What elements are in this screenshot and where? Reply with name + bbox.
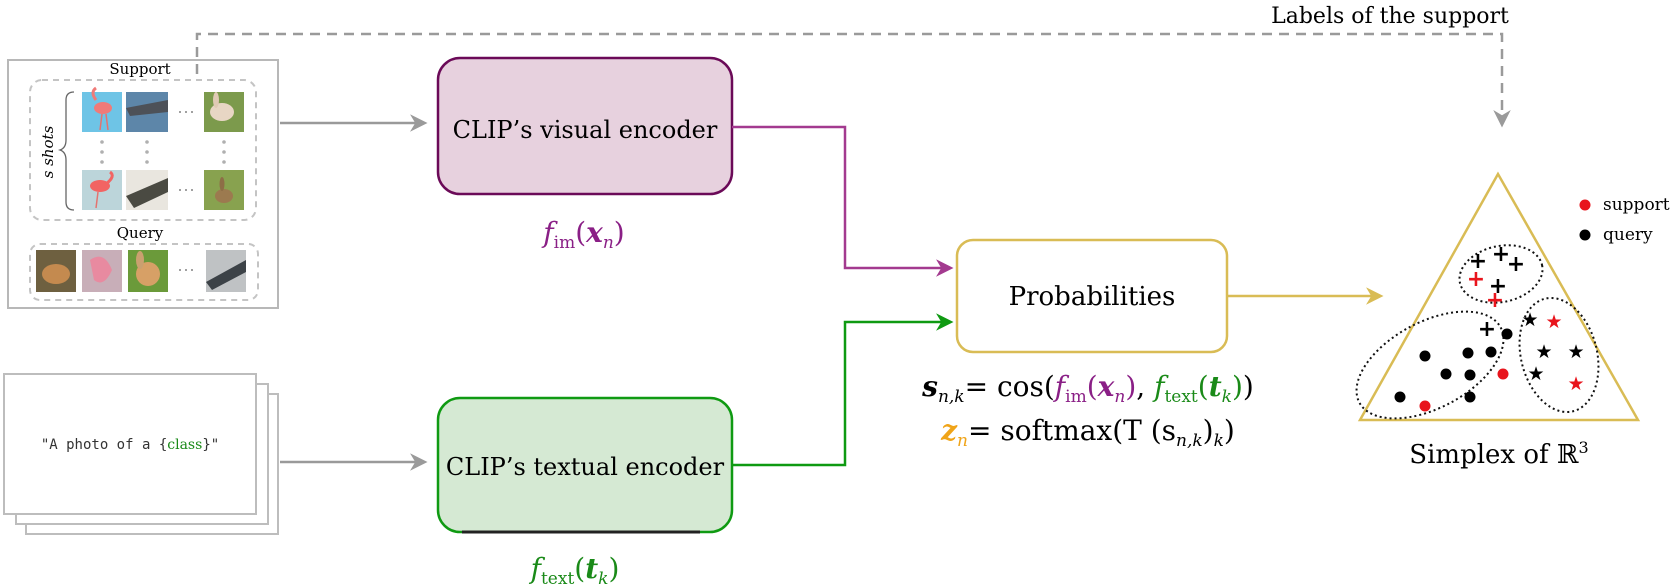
- dot-point: [1394, 391, 1406, 403]
- legend-query-marker: [1579, 229, 1591, 241]
- prompt-card: [3, 373, 257, 515]
- support-image-crocodile-2: [126, 170, 168, 210]
- legend-query-label: query: [1603, 225, 1653, 245]
- star-point: ★: [1535, 341, 1552, 363]
- textual-encoder-box: CLIP’s textual encoder: [436, 396, 734, 534]
- dot-point-support: [1497, 368, 1509, 380]
- dot-point: [1440, 368, 1452, 380]
- prompt-stack: "A photo of a {class}": [3, 373, 279, 535]
- star-point-support: ★: [1545, 311, 1562, 333]
- cluster-plus: [1458, 244, 1544, 304]
- visual-encoder-box: CLIP’s visual encoder: [436, 56, 734, 196]
- plus-point-support: +: [1467, 267, 1485, 292]
- dot-point: [1464, 391, 1476, 403]
- plus-point: +: [1492, 242, 1510, 267]
- legend-support-label: support: [1603, 195, 1670, 215]
- dot-point: [1464, 369, 1476, 381]
- plus-point: +: [1507, 252, 1525, 277]
- dot-point: [1462, 347, 1474, 359]
- dot-point: [1419, 350, 1431, 362]
- plus-point-support: +: [1486, 288, 1504, 313]
- probabilities-label: Probabilities: [1009, 282, 1176, 312]
- query-image-crocodile: [206, 250, 246, 292]
- simplex-legend: support query: [1579, 195, 1670, 245]
- labels-of-support-caption: Labels of the support: [1271, 4, 1509, 29]
- query-image-rabbit-2: [128, 250, 168, 292]
- cluster-star: [1518, 296, 1600, 414]
- shots-brace: [57, 91, 75, 211]
- star-point-support: ★: [1567, 373, 1584, 395]
- plus-point: +: [1489, 274, 1507, 299]
- ellipsis-row1: ⋯: [177, 102, 195, 123]
- visual-encoder-fn: fim(xn): [541, 216, 624, 253]
- query-set-box: [29, 243, 259, 301]
- plus-point: +: [1478, 317, 1496, 342]
- simplex: Simplex of ℝ3 + + + + + + +: [1355, 171, 1670, 470]
- legend-support-marker: [1579, 199, 1591, 211]
- prompt-text: "A photo of a {class}": [41, 437, 219, 453]
- cluster-dot: [1355, 310, 1505, 420]
- visual-to-prob-arrow: [732, 125, 954, 277]
- support-image-rabbit-1: [204, 92, 244, 132]
- ellipsis-row2: ⋯: [177, 180, 195, 201]
- support-query-panel: Support s shots ⋯: [7, 59, 279, 309]
- dot-point: [1501, 328, 1513, 340]
- query-image-rabbit-1: [36, 250, 76, 292]
- simplex-triangle: [1357, 171, 1641, 422]
- labels-dashed-arrow: [195, 32, 1511, 128]
- textual-to-prob-arrow: [732, 313, 954, 467]
- star-point: ★: [1567, 341, 1584, 363]
- shots-label: s shots: [39, 125, 57, 178]
- vertical-ellipsis: [100, 140, 226, 164]
- support-title: Support: [109, 60, 170, 78]
- star-point: ★: [1521, 309, 1538, 331]
- ellipsis-query: ⋯: [177, 260, 195, 281]
- support-image-flamingo-2: [82, 170, 122, 210]
- probabilities-box: Probabilities: [955, 238, 1229, 354]
- support-image-crocodile-1: [126, 92, 168, 132]
- similarity-equation: sn,k= cos(fim(xn), ftext(tk)): [921, 370, 1254, 407]
- textual-encoder-fn: ftext(tk): [529, 552, 620, 586]
- visual-encoder-label: CLIP’s visual encoder: [453, 116, 718, 144]
- support-set-box: [29, 79, 257, 221]
- simplex-caption: Simplex of ℝ3: [1409, 438, 1588, 470]
- query-image-flamingo: [82, 250, 122, 292]
- query-title: Query: [117, 224, 164, 242]
- dot-point: [1485, 346, 1497, 358]
- support-image-flamingo-1: [82, 86, 122, 132]
- dot-point-support: [1419, 400, 1431, 412]
- star-point: ★: [1527, 363, 1544, 385]
- softmax-equation: zn= softmax(T (sn,k)k): [940, 414, 1235, 451]
- plus-point: +: [1469, 249, 1487, 274]
- textual-encoder-label: CLIP’s textual encoder: [446, 453, 725, 481]
- support-image-rabbit-2: [204, 170, 244, 210]
